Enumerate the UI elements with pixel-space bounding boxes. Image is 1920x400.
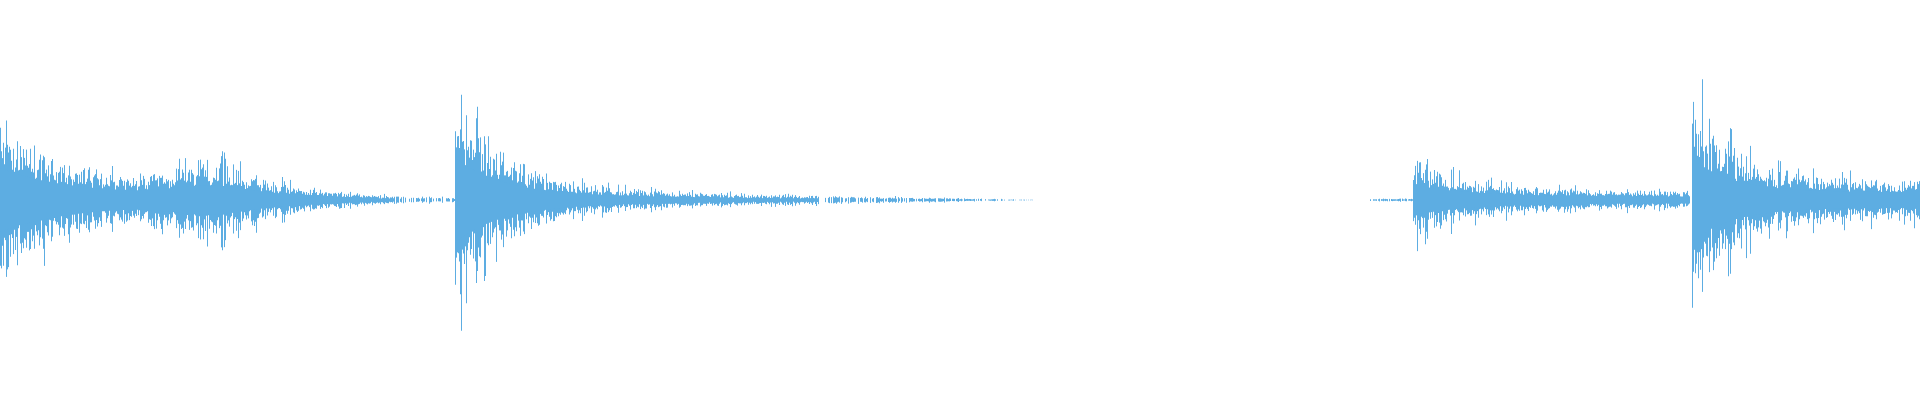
waveform-core <box>0 157 1920 243</box>
